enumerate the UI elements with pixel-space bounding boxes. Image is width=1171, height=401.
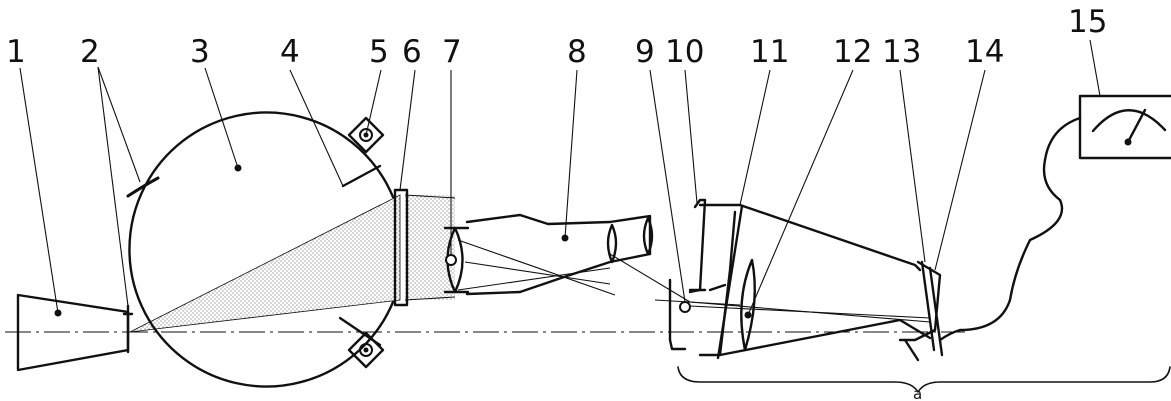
relay-tube	[465, 213, 654, 296]
label-a: a	[913, 385, 922, 401]
light-beam	[129, 194, 931, 333]
end-detector	[898, 260, 944, 362]
exit-port	[393, 188, 409, 307]
label-15: 15	[1068, 4, 1107, 40]
label-11: 11	[750, 34, 789, 70]
label-3: 3	[190, 34, 210, 70]
label-9: 9	[635, 34, 655, 70]
label-1: 1	[6, 34, 26, 70]
label-4: 4	[280, 34, 300, 70]
label-12: 12	[833, 34, 872, 70]
label-5: 5	[369, 34, 389, 70]
label-6: 6	[402, 34, 422, 70]
brace-a	[677, 366, 1171, 393]
lens-7	[443, 226, 470, 294]
label-14: 14	[965, 34, 1004, 70]
aperture-10	[668, 198, 707, 351]
label-2: 2	[80, 34, 100, 70]
receiver-tube	[698, 203, 932, 360]
label-13: 13	[882, 34, 921, 70]
baffle	[341, 164, 382, 188]
meter-15	[938, 94, 1171, 342]
light-source	[16, 293, 130, 372]
leader-lines	[19, 39, 1101, 316]
field-stop	[668, 278, 691, 342]
label-8: 8	[567, 34, 587, 70]
sphere-detectors	[338, 116, 385, 369]
label-10: 10	[665, 34, 704, 70]
label-7: 7	[442, 34, 462, 70]
